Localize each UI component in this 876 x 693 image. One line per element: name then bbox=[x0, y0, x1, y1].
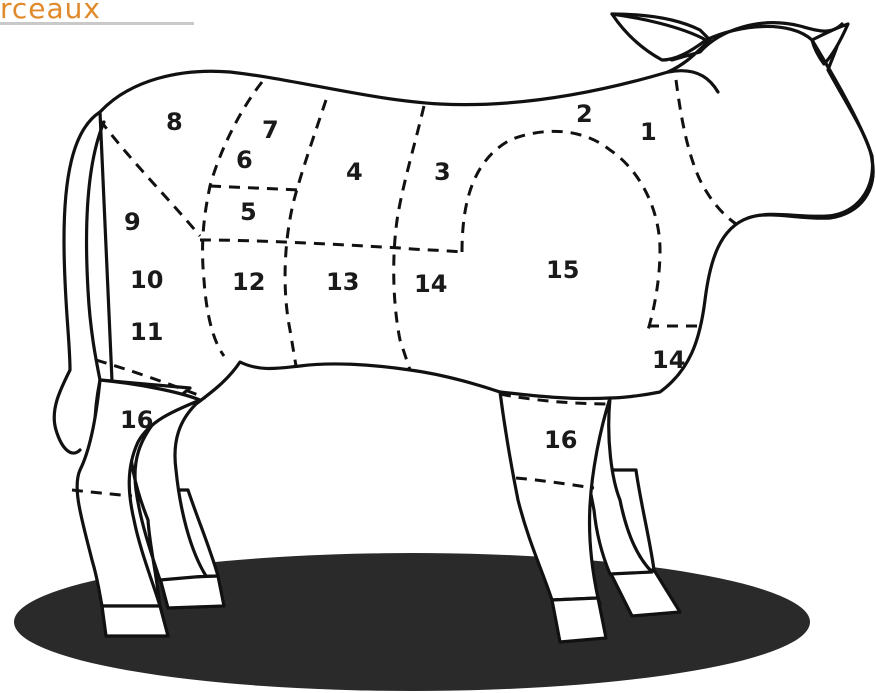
cut-label-4: 4 bbox=[346, 158, 363, 186]
cut-label-6: 6 bbox=[236, 146, 253, 174]
cut-label-10: 10 bbox=[130, 266, 163, 294]
near-hind-hoof bbox=[102, 606, 168, 636]
cut-label-11: 11 bbox=[130, 318, 163, 346]
cut-label-9: 9 bbox=[124, 208, 141, 236]
cut-label-16: 16 bbox=[544, 426, 577, 454]
cut-label-15: 15 bbox=[546, 256, 579, 284]
cut-label-8: 8 bbox=[166, 108, 183, 136]
cut-label-16: 16 bbox=[120, 406, 153, 434]
far-hind-hoof bbox=[160, 576, 224, 608]
cut-label-7: 7 bbox=[262, 116, 279, 144]
near-front-hoof bbox=[552, 598, 606, 642]
cut-label-1: 1 bbox=[640, 118, 657, 146]
cut-label-13: 13 bbox=[326, 268, 359, 296]
cut-label-12: 12 bbox=[232, 268, 265, 296]
cow-body-outline bbox=[95, 14, 873, 610]
cut-label-14: 14 bbox=[652, 346, 685, 374]
cut-label-3: 3 bbox=[434, 158, 451, 186]
cut-label-2: 2 bbox=[576, 100, 593, 128]
cut-label-14: 14 bbox=[414, 270, 447, 298]
cut-label-5: 5 bbox=[240, 198, 257, 226]
